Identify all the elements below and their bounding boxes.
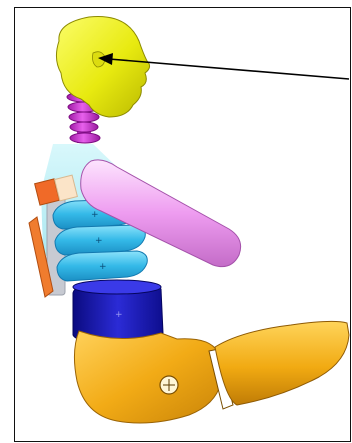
hip-joint-marker xyxy=(160,376,178,394)
abdomen-marker: + xyxy=(115,310,123,320)
figure-frame: + + + + xyxy=(14,7,351,442)
rib-marker-1: + xyxy=(91,210,99,220)
dummy-diagram: + + + + xyxy=(15,8,351,442)
rib-marker-3: + xyxy=(99,262,107,272)
head xyxy=(56,17,149,118)
rib-marker-2: + xyxy=(95,236,103,246)
pelvis xyxy=(74,331,221,423)
thigh xyxy=(215,321,349,405)
